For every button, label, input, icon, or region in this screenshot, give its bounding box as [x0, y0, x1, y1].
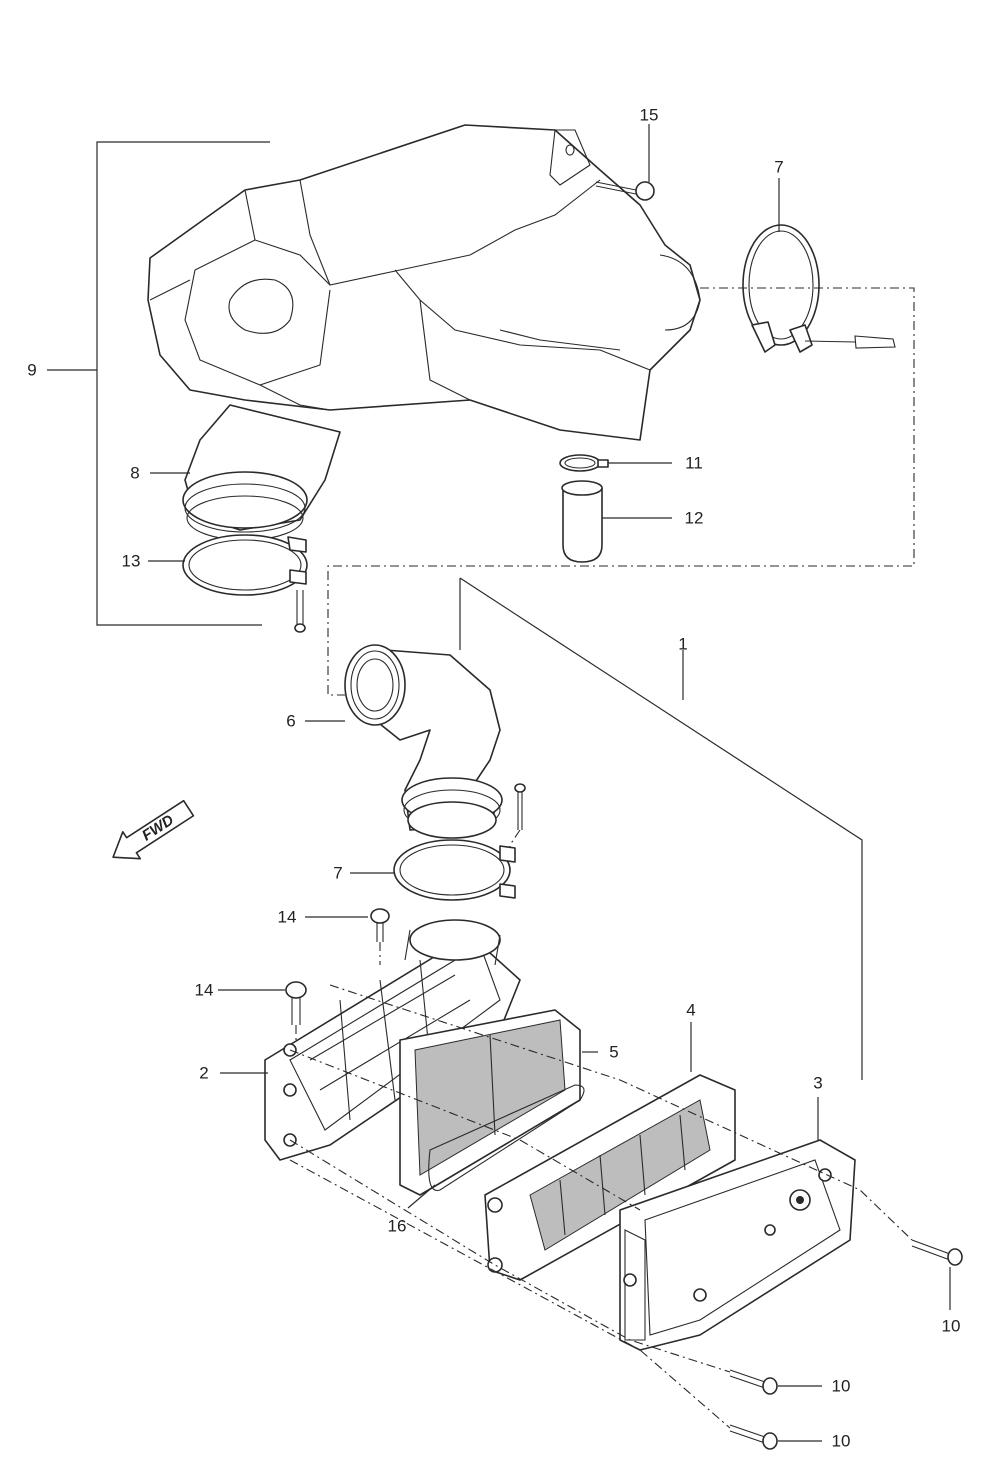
callout-11: 11	[685, 453, 703, 473]
clamp-13	[148, 534, 308, 633]
callout-2: 2	[199, 1063, 209, 1083]
callout-15: 15	[639, 105, 659, 125]
callout-13: 13	[121, 551, 141, 571]
callout-10b: 10	[831, 1376, 851, 1396]
callout-9: 9	[27, 360, 37, 380]
fwd-arrow-icon	[112, 799, 195, 860]
alignment-lines	[289, 984, 913, 1429]
screws-14	[218, 908, 390, 1050]
element-frame-4	[484, 1022, 736, 1281]
callout-14-upper: 14	[277, 907, 297, 927]
screw-15	[595, 124, 655, 201]
group-bracket-1	[459, 577, 863, 1080]
callout-10c: 10	[831, 1431, 851, 1451]
clamp-7-top	[742, 178, 896, 353]
o-ring-16	[407, 1084, 585, 1209]
callout-14-lower: 14	[194, 980, 214, 1000]
air-cleaner-housing	[147, 124, 701, 441]
elbow-6	[305, 644, 503, 839]
drain-parts	[559, 454, 672, 563]
intake-duct-8	[150, 404, 341, 541]
cover-3	[619, 1097, 856, 1351]
callout-16: 16	[387, 1216, 407, 1236]
callout-1: 1	[678, 634, 688, 654]
callout-7-middle: 7	[333, 863, 343, 883]
callout-6: 6	[286, 711, 296, 731]
clamp-7-middle	[350, 783, 526, 901]
callout-3: 3	[813, 1073, 823, 1093]
case-2	[220, 919, 521, 1161]
callout-8: 8	[130, 463, 140, 483]
screws-10	[729, 1239, 963, 1450]
callout-4: 4	[686, 1000, 696, 1020]
callout-12: 12	[684, 508, 704, 528]
callout-10a: 10	[941, 1316, 961, 1336]
callout-7-top: 7	[774, 157, 784, 177]
callout-5: 5	[609, 1042, 619, 1062]
group-bracket-9	[47, 141, 270, 626]
